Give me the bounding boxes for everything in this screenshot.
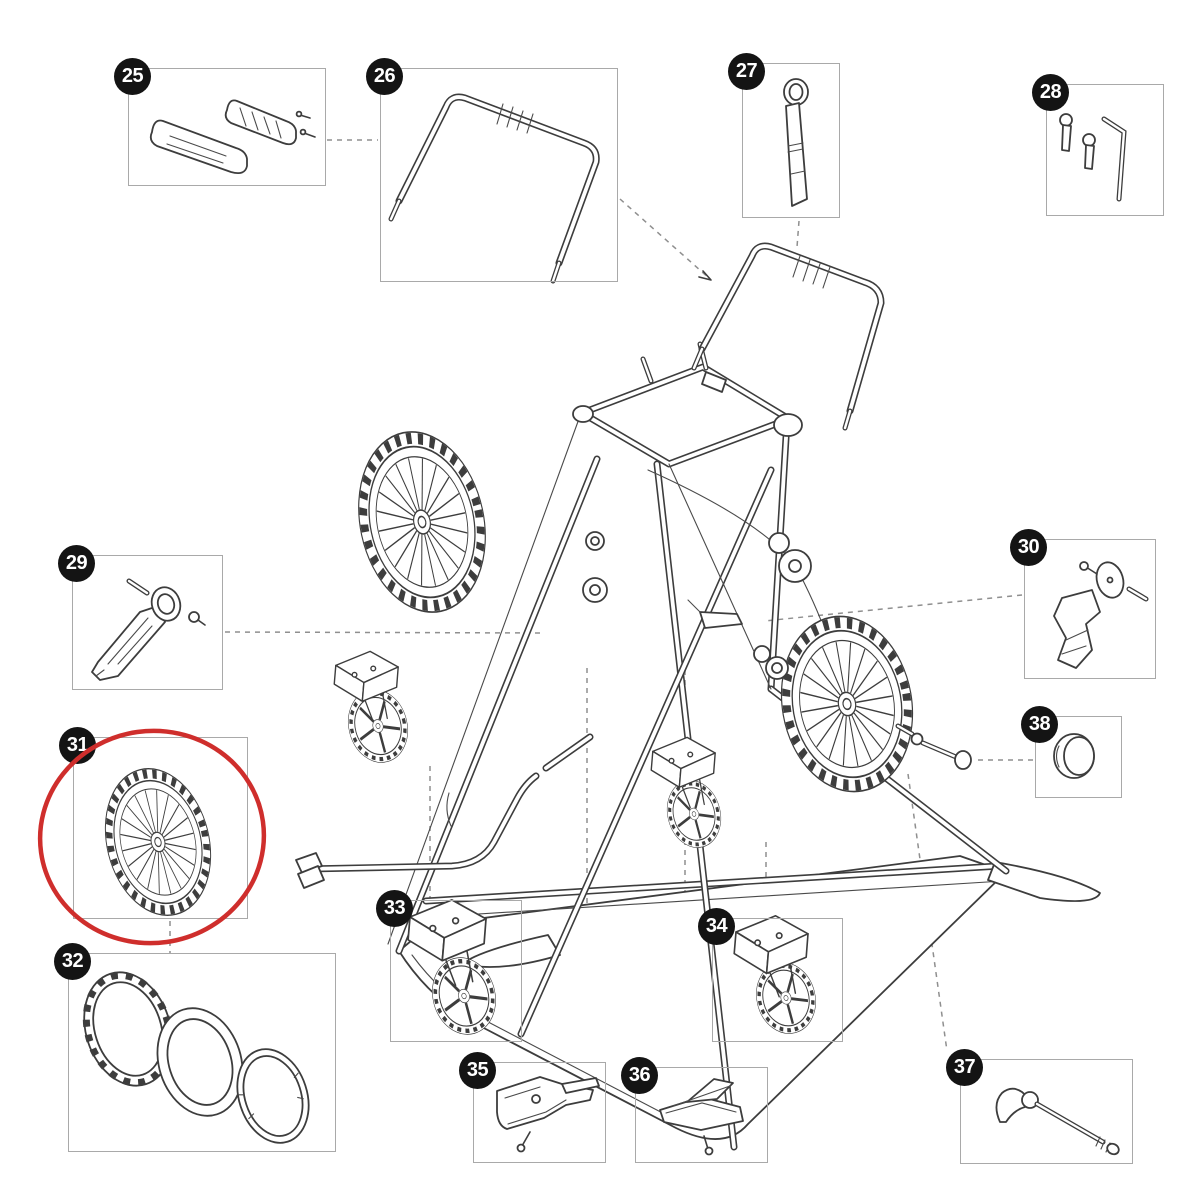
part-badge: 26	[366, 58, 403, 95]
part-26-drawing	[388, 93, 600, 284]
part-30-drawing	[1053, 561, 1149, 669]
part-box-29[interactable]: 29	[58, 545, 223, 690]
loose-handlebar-drawing	[691, 242, 885, 431]
part-29-drawing	[91, 578, 206, 681]
frame-assembly-drawing	[295, 242, 1101, 1151]
part-25-drawing	[149, 99, 316, 175]
right-wheel-drawing	[766, 606, 972, 802]
part-box-28[interactable]: 28	[1032, 74, 1164, 216]
part-35-drawing	[496, 1076, 600, 1153]
part-box-27[interactable]: 27	[728, 53, 840, 218]
part-box-31[interactable]: 31	[59, 727, 248, 919]
part-badge: 36	[621, 1057, 658, 1094]
part-box-34[interactable]: 34	[698, 908, 843, 1042]
front-caster-right-drawing	[650, 736, 730, 856]
part-badge: 27	[728, 53, 765, 90]
part-32-drawing	[82, 971, 310, 1144]
part-badge: 35	[459, 1052, 496, 1089]
part-badge: 29	[58, 545, 95, 582]
part-box-36[interactable]: 36	[621, 1057, 768, 1163]
part-badge: 30	[1010, 529, 1047, 566]
part-37-drawing	[995, 1087, 1120, 1156]
part-box-30[interactable]: 30	[1010, 529, 1156, 679]
part-badge: 34	[698, 908, 735, 945]
part-badge: 38	[1021, 706, 1058, 743]
part-badge: 37	[946, 1049, 983, 1086]
part-box-26[interactable]: 26	[366, 58, 618, 282]
part-badge: 28	[1032, 74, 1069, 111]
part-38-drawing	[1053, 733, 1095, 779]
part-box-32[interactable]: 32	[54, 943, 336, 1152]
part-box-35[interactable]: 35	[459, 1052, 606, 1163]
part-28-drawing	[1059, 113, 1127, 202]
part-badge: 25	[114, 58, 151, 95]
part-badge: 32	[54, 943, 91, 980]
part-box-37[interactable]: 37	[946, 1049, 1133, 1164]
part-badge: 33	[376, 890, 413, 927]
part-box-33[interactable]: 33	[376, 890, 522, 1042]
part-box-38[interactable]: 38	[1021, 706, 1122, 798]
part-box-25[interactable]: 25	[114, 58, 326, 186]
part-27-drawing	[783, 78, 809, 207]
left-wheel-drawing	[343, 420, 502, 624]
part-badge: 31	[59, 727, 96, 764]
front-caster-left-drawing	[333, 650, 415, 769]
part-36-drawing	[659, 1078, 744, 1156]
